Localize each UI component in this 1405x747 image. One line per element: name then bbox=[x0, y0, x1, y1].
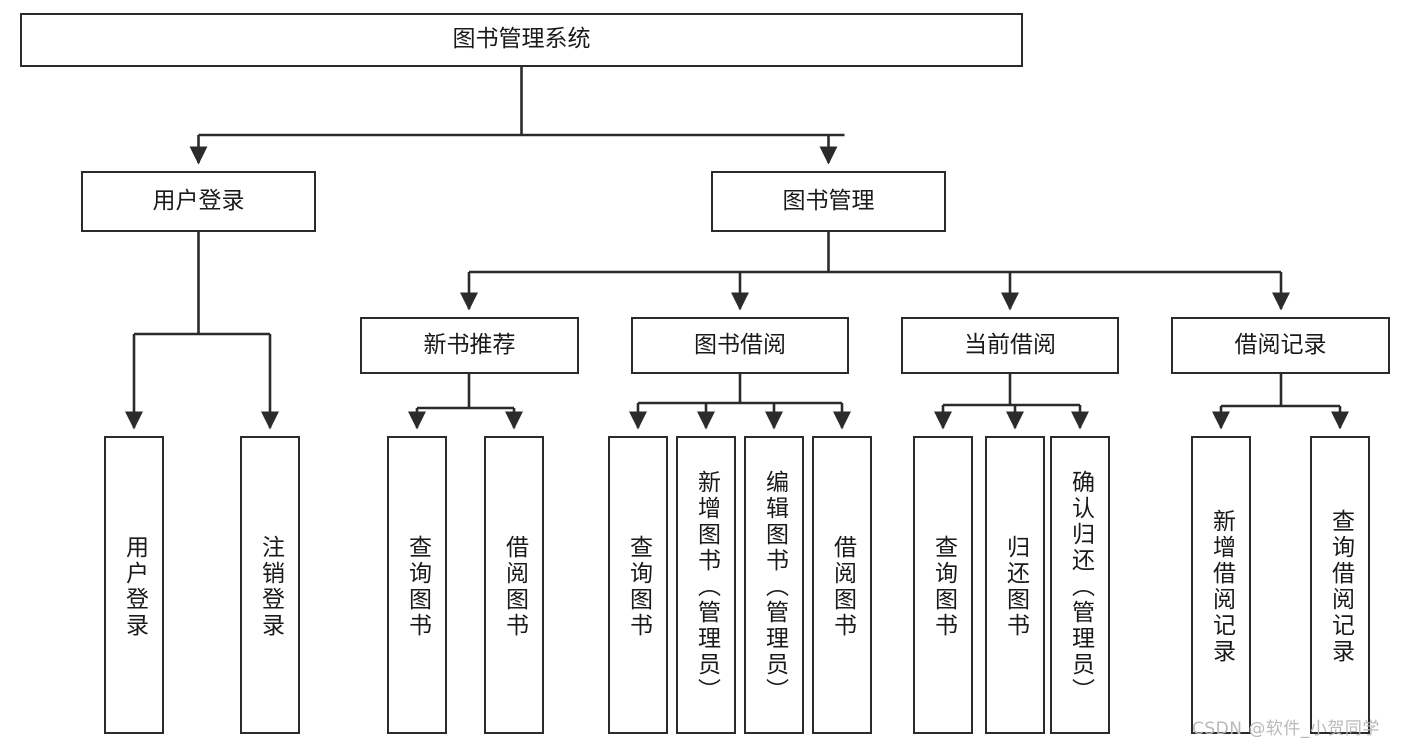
node-root[interactable]: 图书管理系统 bbox=[20, 13, 1023, 67]
node-book-management[interactable]: 图书管理 bbox=[711, 171, 946, 232]
node-label: 借阅图书 bbox=[829, 535, 856, 639]
node-label: 借阅记录 bbox=[1234, 331, 1327, 358]
node-leaf-add-book-admin[interactable]: 新增图书（管理员） bbox=[676, 436, 736, 734]
node-label: 查询图书 bbox=[930, 535, 957, 639]
node-new-book-recommend[interactable]: 新书推荐 bbox=[360, 317, 579, 374]
node-leaf-edit-book-admin[interactable]: 编辑图书（管理员） bbox=[744, 436, 804, 734]
node-label: 确认归还（管理员） bbox=[1067, 470, 1094, 704]
csdn-watermark: CSDN @软件_小贺同学 bbox=[1192, 719, 1380, 739]
node-leaf-query-book-recommend[interactable]: 查询图书 bbox=[387, 436, 447, 734]
node-label: 用户登录 bbox=[152, 187, 245, 214]
node-label: 图书借阅 bbox=[694, 331, 786, 358]
node-leaf-borrow-book-recommend[interactable]: 借阅图书 bbox=[484, 436, 544, 734]
node-leaf-add-borrow-record[interactable]: 新增借阅记录 bbox=[1191, 436, 1251, 734]
node-label: 归还图书 bbox=[1002, 535, 1029, 639]
node-current-borrow[interactable]: 当前借阅 bbox=[901, 317, 1119, 374]
node-leaf-return-book[interactable]: 归还图书 bbox=[985, 436, 1045, 734]
node-leaf-query-book-borrow[interactable]: 查询图书 bbox=[608, 436, 668, 734]
node-label: 新增图书（管理员） bbox=[693, 470, 720, 704]
node-leaf-borrow-book[interactable]: 借阅图书 bbox=[812, 436, 872, 734]
node-label: 用户登录 bbox=[121, 535, 148, 639]
node-user-login[interactable]: 用户登录 bbox=[81, 171, 316, 232]
node-label: 注销登录 bbox=[257, 535, 284, 639]
node-label: 当前借阅 bbox=[964, 331, 1056, 358]
node-label: 新书推荐 bbox=[423, 331, 516, 358]
node-label: 图书管理 bbox=[782, 187, 875, 214]
node-label: 借阅图书 bbox=[501, 535, 528, 639]
node-leaf-logout[interactable]: 注销登录 bbox=[240, 436, 300, 734]
node-label: 查询借阅记录 bbox=[1327, 509, 1354, 665]
node-label: 查询图书 bbox=[625, 535, 652, 639]
node-label: 编辑图书（管理员） bbox=[761, 470, 788, 704]
node-leaf-confirm-return-admin[interactable]: 确认归还（管理员） bbox=[1050, 436, 1110, 734]
node-book-borrow[interactable]: 图书借阅 bbox=[631, 317, 849, 374]
node-leaf-user-login[interactable]: 用户登录 bbox=[104, 436, 164, 734]
node-leaf-query-borrow-record[interactable]: 查询借阅记录 bbox=[1310, 436, 1370, 734]
node-label: 查询图书 bbox=[404, 535, 431, 639]
node-leaf-query-book-current[interactable]: 查询图书 bbox=[913, 436, 973, 734]
node-label: 新增借阅记录 bbox=[1208, 509, 1235, 665]
node-borrow-records[interactable]: 借阅记录 bbox=[1171, 317, 1390, 374]
node-label: 图书管理系统 bbox=[452, 26, 591, 53]
